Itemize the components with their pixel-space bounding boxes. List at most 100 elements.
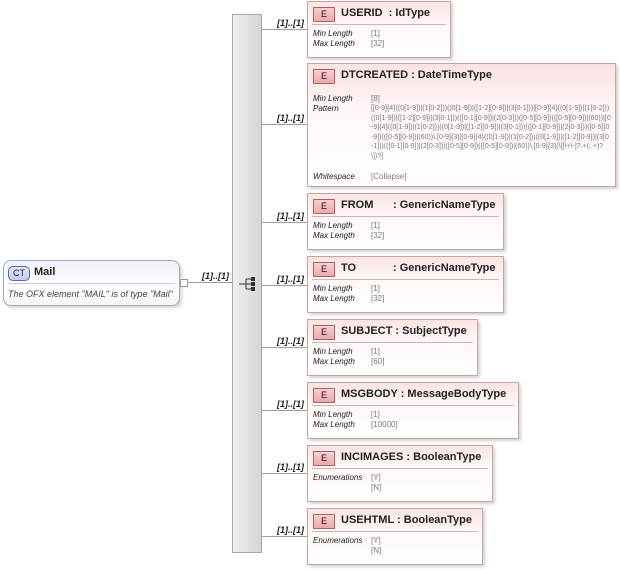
element-connector-line (261, 222, 307, 223)
element-divider (312, 24, 446, 25)
element-box-userid[interactable]: E USERID : IdType Min Length[1] Max Leng… (307, 1, 451, 58)
element-badge: E (313, 451, 335, 466)
element-type: MessageBodyType (407, 388, 507, 400)
facet-name: Pattern (313, 104, 339, 113)
facet-value: [Y] (371, 536, 381, 545)
root-multiplicity: [1]..[1] (202, 271, 229, 281)
element-multiplicity: [1]..[1] (277, 462, 304, 472)
element-badge: E (313, 69, 335, 84)
facet-name: Min Length (313, 94, 353, 103)
facet-row: [N] (313, 546, 478, 556)
element-box-subject[interactable]: E SUBJECT : SubjectType Min Length[1] Ma… (307, 319, 478, 376)
facet-list: Min Length [8] Pattern [[0-9]{4}((0[1-9])|… (313, 94, 611, 182)
facet-name: Enumerations (313, 473, 363, 482)
facet-list: Min Length [1] Max Length[32] (313, 29, 446, 49)
element-multiplicity: [1]..[1] (277, 336, 304, 346)
element-title: USEHTML : BooleanType (341, 514, 473, 526)
facet-value: [Collapse] (371, 172, 407, 181)
facet-list: Min Length[1] Max Length[10000] (313, 410, 514, 430)
element-divider (312, 342, 473, 343)
element-box-dtcreated[interactable]: E DTCREATED : DateTimeType Min Length [8]… (307, 63, 616, 187)
facet-row: Min Length [1] (313, 221, 499, 231)
facet-row: Pattern [[0-9]{4}((0[1-9])|(1[0-2]))((0[1… (313, 104, 611, 172)
facet-row: Min Length[1] (313, 410, 514, 420)
facet-name: Min Length (313, 284, 353, 293)
facet-value: [10000] (371, 420, 398, 429)
element-divider (312, 405, 514, 406)
facet-list: Min Length[1] Max Length[60] (313, 347, 473, 367)
facet-row: Min Length [8] (313, 94, 611, 104)
element-title: INCIMAGES : BooleanType (341, 451, 482, 463)
element-connector-line (261, 285, 307, 286)
element-badge: E (313, 325, 335, 340)
facet-value: [8] (371, 94, 380, 103)
complex-type-box[interactable]: CT Mail The OFX element "MAIL" is of typ… (3, 260, 180, 306)
facet-value: [Y] (371, 473, 381, 482)
element-name: DTCREATED (341, 69, 409, 81)
element-type: SubjectType (402, 325, 467, 337)
facet-value: [1] (371, 410, 380, 419)
element-divider (312, 216, 499, 217)
facet-list: Enumerations [Y] [N] (313, 473, 488, 493)
element-type: GenericNameType (399, 262, 496, 274)
element-badge: E (313, 388, 335, 403)
facet-row: Min Length [1] (313, 29, 446, 39)
facet-list: Enumerations[Y] [N] (313, 536, 478, 556)
complex-type-name: Mail (34, 266, 56, 278)
facet-row: Max Length [32] (313, 294, 499, 304)
element-multiplicity: [1]..[1] (277, 274, 304, 284)
facet-value: [[0-9]{4}((0[1-9])|(1[0-2]))((0[1-9])|([… (371, 105, 611, 160)
facet-value: [32] (371, 231, 385, 240)
element-connector-line (261, 29, 307, 30)
facet-value: [1] (371, 29, 380, 38)
element-name: USERID (341, 7, 383, 19)
element-divider (312, 531, 478, 532)
root-connector-line (187, 282, 232, 283)
facet-value: [1] (371, 221, 380, 230)
element-box-incimages[interactable]: E INCIMAGES : BooleanType Enumerations [Y… (307, 445, 493, 502)
element-box-usehtml[interactable]: E USEHTML : BooleanType Enumerations[Y] … (307, 508, 483, 565)
element-title: DTCREATED : DateTimeType (341, 69, 492, 81)
facet-name: Whitespace (313, 172, 355, 181)
element-badge: E (313, 7, 335, 22)
facet-row: Min Length[1] (313, 347, 473, 357)
element-badge: E (313, 199, 335, 214)
facet-row: [N] (313, 483, 488, 493)
element-multiplicity: [1]..[1] (277, 113, 304, 123)
facet-name: Min Length (313, 347, 353, 356)
facet-value: [32] (371, 294, 385, 303)
facet-row: Max Length[32] (313, 39, 446, 49)
element-connector-line (261, 410, 307, 411)
element-divider (312, 468, 488, 469)
facet-name: Max Length (313, 294, 355, 303)
element-type: GenericNameType (399, 199, 496, 211)
facet-value: [32] (371, 39, 385, 48)
facet-value: [N] (371, 546, 382, 555)
element-type: BooleanType (403, 514, 473, 526)
element-name: TO (341, 262, 357, 274)
element-connector-line (261, 473, 307, 474)
element-box-to[interactable]: E TO: GenericNameType Min Length[1] Max … (307, 256, 504, 313)
element-name: FROM (341, 199, 374, 211)
expand-connector-icon[interactable] (180, 279, 188, 287)
facet-name: Max Length (313, 231, 355, 240)
element-title: MSGBODY : MessageBodyType (341, 388, 507, 400)
element-badge: E (313, 262, 335, 277)
facet-name: Min Length (313, 221, 353, 230)
facet-name: Min Length (313, 29, 353, 38)
element-multiplicity: [1]..[1] (277, 211, 304, 221)
element-box-msgbody[interactable]: E MSGBODY : MessageBodyType Min Length[1… (307, 382, 519, 439)
element-type: BooleanType (413, 451, 482, 463)
facet-row: Max Length [32] (313, 231, 499, 241)
element-multiplicity: [1]..[1] (277, 399, 304, 409)
element-box-from[interactable]: E FROM: GenericNameType Min Length [1] Ma… (307, 193, 504, 250)
facet-row: Max Length[10000] (313, 420, 514, 430)
element-connector-line (261, 536, 307, 537)
facet-row: Enumerations[Y] (313, 536, 478, 546)
complex-type-divider (8, 283, 175, 284)
element-type: DateTimeType (417, 69, 492, 81)
facet-list: Min Length [1] Max Length [32] (313, 221, 499, 241)
element-title: FROM: GenericNameType (341, 199, 496, 211)
complex-type-documentation: The OFX element "MAIL" is of type "Mail" (8, 289, 173, 299)
element-connector-line (261, 347, 307, 348)
